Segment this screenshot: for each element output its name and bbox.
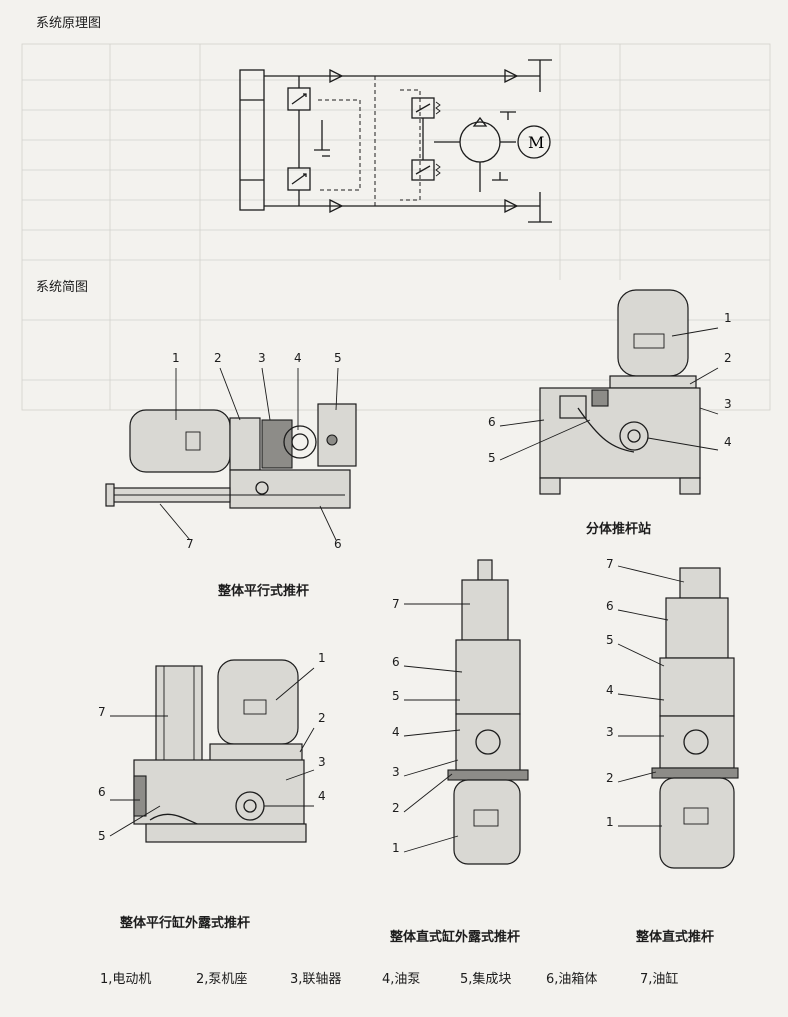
cylinder xyxy=(155,665,203,771)
callout-leader-line xyxy=(689,367,719,385)
callout-leader-line xyxy=(403,759,459,777)
legend-item-3: 3,联轴器 xyxy=(290,972,342,987)
callout-leader-line xyxy=(319,505,337,541)
oil-tank xyxy=(133,759,305,825)
callout-number: 1 xyxy=(172,351,180,365)
legend-item-6: 6,油箱体 xyxy=(546,972,598,987)
callout-number: 5 xyxy=(334,351,342,365)
callout-number: 2 xyxy=(724,351,732,365)
callout-number: 6 xyxy=(98,785,106,799)
callout-leader-line xyxy=(617,565,685,583)
callout-leader-line xyxy=(499,419,591,461)
callout-leader-line xyxy=(671,327,719,337)
cylinder xyxy=(461,579,509,641)
callout-number: 5 xyxy=(488,451,496,465)
motor-body xyxy=(659,777,735,869)
fig-horizontal-exposed-pushrod xyxy=(133,659,307,843)
legend-item-2: 2,泵机座 xyxy=(196,972,248,987)
callout-number: 4 xyxy=(294,351,302,365)
callout-number: 7 xyxy=(186,537,194,551)
callout-number: 3 xyxy=(258,351,266,365)
callout-number: 5 xyxy=(98,829,106,843)
cylinder xyxy=(665,597,729,659)
callout-number: 7 xyxy=(606,557,614,571)
callout-number: 7 xyxy=(98,705,106,719)
callout-leader-line xyxy=(699,407,719,415)
legend-item-4: 4,油泵 xyxy=(382,972,421,987)
callout-leader-line xyxy=(647,437,719,451)
callout-leader-line xyxy=(617,771,657,783)
callout-leader-line xyxy=(617,609,669,621)
oil-tank xyxy=(229,469,351,509)
callout-number: 2 xyxy=(606,771,614,785)
callout-number: 3 xyxy=(606,725,614,739)
callout-layer: 1 2 3 4 5 6 7 1 2 3 4 5 6 1 2 3 4 5 6 7 7 6 5 4 3 2 1 7 6 5 4 3 2 1 xyxy=(98,311,732,855)
callout-leader-line xyxy=(275,667,315,701)
callout-number: 6 xyxy=(392,655,400,669)
callout-leader-line xyxy=(403,773,453,813)
callout-leader-line xyxy=(261,367,271,421)
fig-vertical-pushrod xyxy=(651,567,739,869)
legend-item-5: 5,集成块 xyxy=(460,972,512,987)
callout-leader-line xyxy=(617,693,665,701)
callout-number: 3 xyxy=(392,765,400,779)
callout-leader-line xyxy=(403,665,463,673)
motor-symbol xyxy=(517,125,551,159)
cylinder-symbol xyxy=(239,69,265,211)
callout-leader-line xyxy=(335,367,339,411)
hydraulic-schematic: M xyxy=(239,59,552,223)
callout-leader-line xyxy=(109,805,161,837)
fig-split-station xyxy=(539,289,701,495)
overview-section-title: 系统简图 xyxy=(36,280,89,295)
callout-number: 1 xyxy=(724,311,732,325)
legend-item-7: 7,油缸 xyxy=(640,972,679,987)
caption-split-station: 分体推杆站 xyxy=(586,522,652,537)
fig-horizontal-pushrod xyxy=(105,403,357,509)
callout-number: 3 xyxy=(318,755,326,769)
callout-number: 4 xyxy=(606,683,614,697)
callout-number: 6 xyxy=(606,599,614,613)
callout-number: 2 xyxy=(392,801,400,815)
callout-number: 6 xyxy=(488,415,496,429)
callout-leader-line xyxy=(219,367,241,421)
callout-number: 6 xyxy=(334,537,342,551)
callout-number: 5 xyxy=(606,633,614,647)
callout-number: 1 xyxy=(318,651,326,665)
callout-number: 3 xyxy=(724,397,732,411)
motor-body xyxy=(217,659,299,745)
callout-number: 7 xyxy=(392,597,400,611)
callout-leader-line xyxy=(403,729,461,737)
callout-number: 4 xyxy=(392,725,400,739)
callout-number: 5 xyxy=(392,689,400,703)
callout-number: 1 xyxy=(392,841,400,855)
motor-body xyxy=(453,779,521,865)
callout-number: 1 xyxy=(606,815,614,829)
callout-number: 2 xyxy=(318,711,326,725)
valve-block xyxy=(659,657,735,717)
callout-leader-line xyxy=(403,835,459,853)
pump-symbol xyxy=(459,121,501,163)
callout-number: 4 xyxy=(318,789,326,803)
callout-number: 4 xyxy=(724,435,732,449)
callout-leader-line xyxy=(499,419,545,427)
cylinder-cap xyxy=(679,567,721,599)
caption-horizontal: 整体平行式推杆 xyxy=(218,584,310,599)
callout-leader-line xyxy=(617,643,665,667)
callout-leader-line xyxy=(299,727,315,753)
motor-body xyxy=(617,289,689,377)
valve-block xyxy=(455,639,521,715)
callout-leader-line xyxy=(285,769,315,781)
callout-leader-line xyxy=(159,503,191,541)
caption-vertical: 整体直式推杆 xyxy=(636,930,715,945)
motor-label: M xyxy=(528,133,544,152)
legend-item-1: 1,电动机 xyxy=(100,972,152,987)
caption-vertical-exposed: 整体直式缸外露式推杆 xyxy=(390,930,521,945)
caption-horizontal-exposed: 整体平行缸外露式推杆 xyxy=(120,916,251,931)
fig-vertical-exposed-pushrod xyxy=(447,559,529,865)
callout-number: 2 xyxy=(214,351,222,365)
schematic-section-title: 系统原理图 xyxy=(36,16,102,31)
motor-body xyxy=(129,409,231,473)
